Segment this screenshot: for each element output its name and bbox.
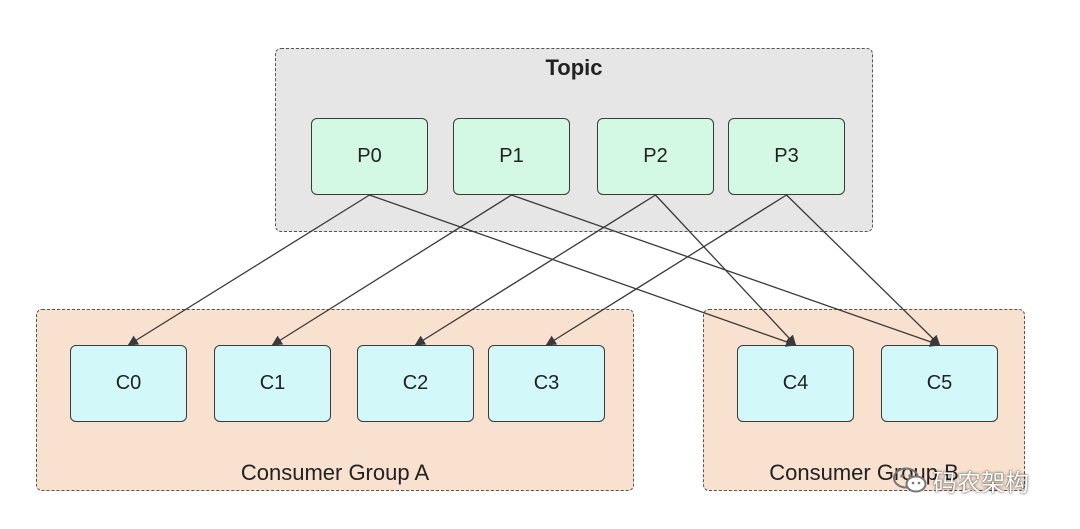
partition-p3: P3 xyxy=(728,118,845,195)
watermark-text: 码农架构 xyxy=(933,470,1029,497)
arrow-p2-to-c2 xyxy=(414,194,656,346)
arrow-p1-to-c1 xyxy=(271,194,512,346)
partition-p1: P1 xyxy=(453,118,570,195)
partition-p2: P2 xyxy=(597,118,714,195)
consumer-c1: C1 xyxy=(214,345,331,422)
partition-p0: P0 xyxy=(311,118,428,195)
arrow-p3-to-c3 xyxy=(545,194,787,346)
consumer-c2: C2 xyxy=(357,345,474,422)
consumer-group-b-title: Consumer Group B xyxy=(769,460,959,485)
arrow-p2-to-c4 xyxy=(655,194,797,346)
consumer-c5: C5 xyxy=(881,345,998,422)
arrow-p0-to-c0 xyxy=(127,194,370,346)
arrow-p0-to-c4 xyxy=(369,194,797,347)
watermark: 码农架构 xyxy=(893,463,1029,498)
consumer-c0: C0 xyxy=(70,345,187,422)
topic-title: Topic xyxy=(545,55,603,80)
consumer-group-a-title: Consumer Group A xyxy=(240,460,430,485)
wechat-icon xyxy=(893,467,927,492)
consumer-c4: C4 xyxy=(737,345,854,422)
consumer-c3: C3 xyxy=(488,345,605,422)
arrow-p3-to-c5 xyxy=(786,194,941,346)
